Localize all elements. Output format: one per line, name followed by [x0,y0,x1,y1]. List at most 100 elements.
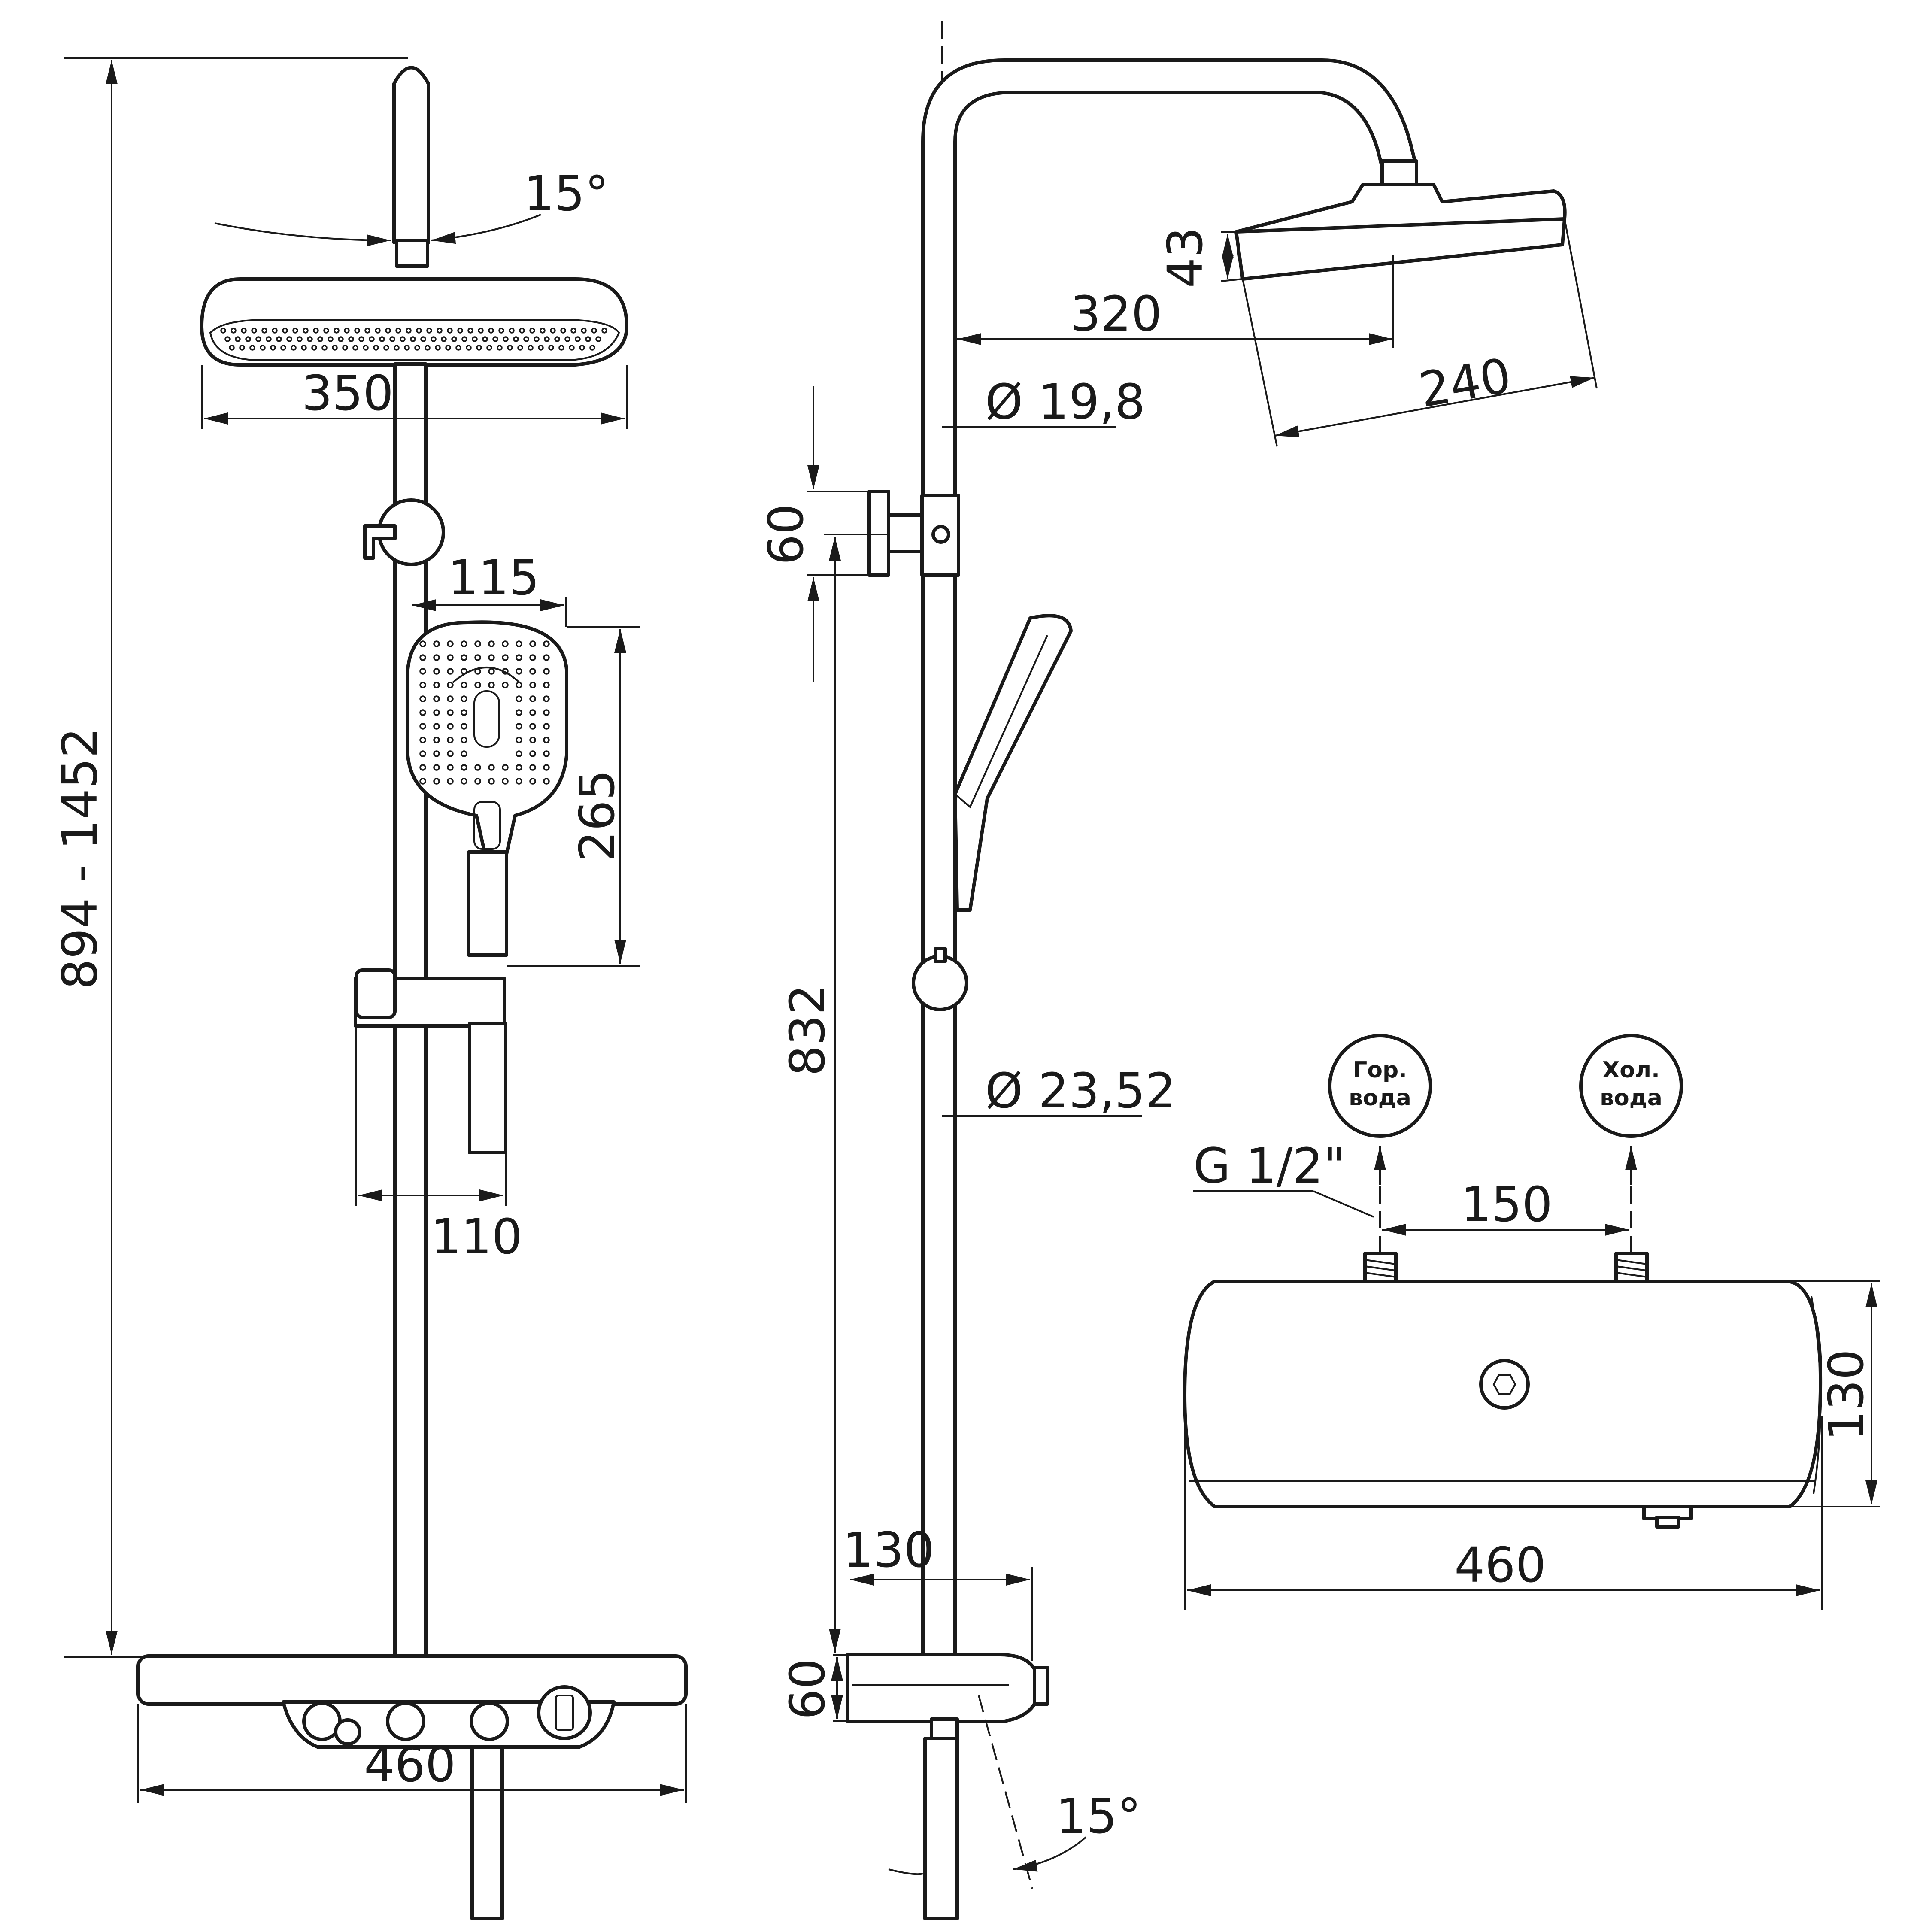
front-head-connector [395,239,429,268]
angle-arc-right [431,214,541,244]
inlet-spacing-label: 150 [1461,1177,1553,1233]
nozzle-dot [492,336,498,342]
side-riser-outer [921,58,1418,1665]
nozzle-dot [441,336,447,342]
side-angle-arc-right [1013,1836,1087,1872]
nozzle-dot [564,336,570,342]
front-angle-label: 15° [524,166,609,222]
side-angle-line [978,1695,1033,1889]
nozzle-dot [348,336,354,342]
nozzle-dot [261,328,267,334]
nozzle-dot [538,345,544,351]
nozzle-dot [461,654,467,661]
nozzle-dot [543,737,550,743]
side-mixer-depth-label: 130 [843,1523,934,1578]
nozzle-dot [502,654,509,661]
nozzle-dot [502,668,509,675]
nozzle-dot [466,345,472,351]
nozzle-dot [431,336,437,342]
nozzle-dot [519,328,525,334]
nozzle-dot [297,336,303,342]
thread-leader-2 [1313,1190,1374,1218]
nozzle-dot [419,723,426,730]
nozzle-dot [488,640,495,647]
nozzle-dot [419,764,426,771]
nozzle-dot [550,328,556,334]
nozzle-dot [419,778,426,785]
nozzle-dot [414,345,420,351]
nozzle-dot [317,336,323,342]
nozzle-dot [445,345,451,351]
angle-arc-left [214,222,391,246]
nozzle-dot [488,682,495,688]
front-spray-center [473,690,500,748]
nozzle-dot [389,336,395,342]
nozzle-dot [461,709,467,716]
nozzle-dot [488,328,494,334]
nozzle-dot [461,750,467,757]
nozzle-dot [419,737,426,743]
nozzle-dot [457,328,463,334]
side-wall-flange [867,490,890,577]
nozzle-dot [497,345,503,351]
nozzle-dot [529,640,536,647]
hot-water-label-2: вода [1349,1085,1411,1111]
nozzle-dot [516,778,522,785]
nozzle-dot [589,345,595,351]
nozzle-dot [332,345,338,351]
nozzle-dot [433,668,440,675]
front-bracket-lever [363,524,397,560]
nozzle-dot [447,778,454,785]
nozzle-dot [502,778,509,785]
nozzle-dot [502,764,509,771]
cold-water-badge [1579,1034,1683,1138]
nozzle-dot [358,336,364,342]
nozzle-dot [544,336,550,342]
side-mixer-knob [1033,1666,1049,1706]
nozzle-dot [516,709,522,716]
nozzle-dot [529,328,535,334]
side-bracket-height-label: 60 [758,504,814,565]
front-slider-knob [355,968,397,1019]
nozzle-dot [516,668,522,675]
front-control-knob-2 [386,1701,425,1741]
nozzle-dot [433,654,440,661]
top-view: Гор. вода Хол. вода G 1/2" 150 130 [1183,1034,1880,1610]
nozzle-dot [529,750,536,757]
nozzle-dot [529,695,536,702]
nozzle-dot [231,328,237,334]
front-riser-top [392,66,430,244]
nozzle-dot [472,336,478,342]
nozzle-dot [410,336,416,342]
nozzle-dot [383,345,389,351]
nozzle-dot [280,345,286,351]
nozzle-dot [461,695,467,702]
nozzle-dot [394,345,400,351]
side-angle-label: 15° [1056,1789,1141,1844]
nozzle-dot [529,709,536,716]
front-diverter-knob [537,1685,592,1740]
side-bracket-screw [931,525,950,544]
nozzle-dot [488,654,495,661]
nozzle-dot [498,328,504,334]
nozzle-dot [292,328,298,334]
nozzle-dot [385,328,391,334]
top-bottom-nipple-tip [1655,1516,1680,1529]
nozzle-dot [447,640,454,647]
nozzle-dot [488,778,495,785]
nozzle-dot [419,640,426,647]
nozzle-dot [419,750,426,757]
side-angle-arc [888,1868,923,1875]
nozzle-dot [447,764,454,771]
side-view: 320 43 240 Ø 19,8 60 832 Ø 23,52 130 60 … [758,21,1598,1920]
nozzle-dot [406,328,412,334]
side-mixer-height-label: 60 [780,1659,836,1720]
nozzle-dot [229,345,235,351]
nozzle-dot [543,778,550,785]
nozzle-dot [540,328,546,334]
extension-line [1564,218,1598,389]
nozzle-dot [543,723,550,730]
nozzle-dot [433,764,440,771]
nozzle-dot [220,328,226,334]
nozzle-dot [369,336,375,342]
